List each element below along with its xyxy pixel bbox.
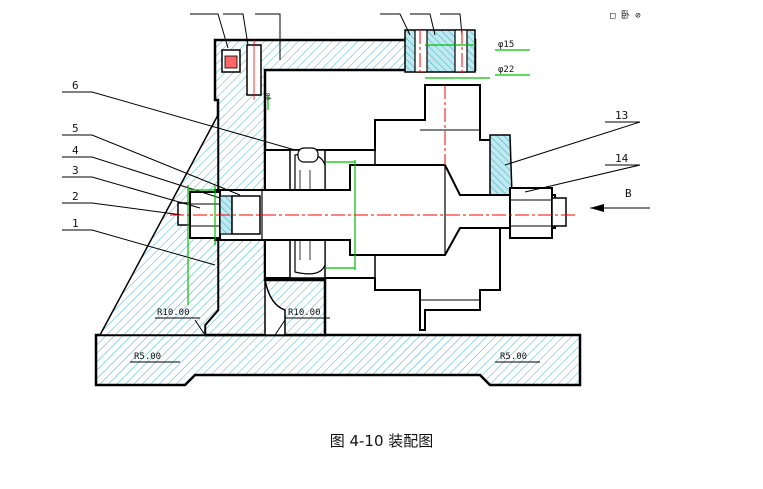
part-label-2: 2 [72,190,79,203]
base-plate [94,333,582,387]
leader-lines [62,13,641,363]
part-label-6: 6 [72,79,79,92]
radius-label-upper-right: R10.00 [288,308,321,318]
fit-label-phi15: φ15 [498,40,514,50]
part-label-1: 1 [72,217,79,230]
part-label-4: 4 [72,144,79,157]
dimension-lines [187,44,530,305]
part-13-block [489,134,513,196]
radius-label-upper-left: R10.00 [157,308,190,318]
arrow-label: B [625,187,632,200]
fit-label-bushing: φ8 [265,92,272,100]
top-screws [221,29,476,100]
part-label-3: 3 [72,164,79,177]
part-labels: 6 5 4 3 2 1 13 14 [72,79,629,230]
view-arrow [590,204,650,212]
right-nut [509,187,567,239]
radius-label-lower-right: R5.00 [500,352,527,362]
center-lines [170,30,575,216]
part-label-13: 13 [615,109,628,122]
radius-label-lower-left: R5.00 [134,352,161,362]
corner-mark: □ 卧 ⊘ [610,9,641,21]
part-label-5: 5 [72,122,79,135]
fit-label-phi22: φ22 [498,65,514,75]
part-label-14: 14 [615,152,629,165]
figure-caption: 图 4-10 装配图 [329,432,434,450]
